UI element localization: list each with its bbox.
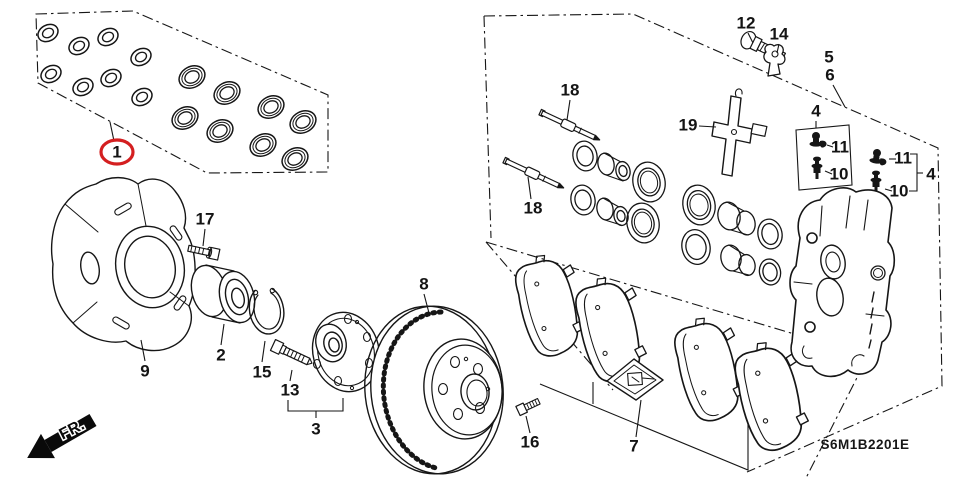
callout-4[interactable]: 4 — [811, 101, 821, 120]
seal-ring — [281, 147, 309, 171]
wheel-bearing-part — [190, 264, 256, 324]
callout-11[interactable]: 11 — [831, 137, 849, 156]
slide-pin-upper — [537, 107, 603, 145]
callout-9[interactable]: 9 — [140, 361, 149, 380]
hub-part — [311, 311, 381, 393]
bleeder-screw-a — [810, 155, 824, 180]
diagram-code: S6M1B2201E — [820, 437, 909, 452]
seal-ring — [131, 87, 153, 107]
caliper-group-box — [483, 13, 943, 473]
callout-leader — [261, 340, 266, 363]
bleeder-cap-b — [868, 147, 889, 167]
callout-15[interactable]: 15 — [253, 362, 272, 381]
callout-leader — [747, 32, 754, 44]
callout-3[interactable]: 3 — [311, 419, 320, 438]
seal-ring — [37, 23, 59, 43]
seal-kit-rings — [37, 23, 317, 171]
callout-14[interactable]: 14 — [770, 24, 789, 43]
pad-group-box-top — [485, 241, 869, 479]
callout-leader — [698, 125, 717, 128]
caliper-body-part — [789, 187, 896, 378]
callout-leader — [423, 293, 430, 314]
seal-ring — [213, 81, 241, 105]
callout-6[interactable]: 6 — [825, 65, 834, 84]
seal-ring — [72, 77, 94, 97]
caliper-group-box-left-edge — [483, 15, 492, 239]
seal-ring — [206, 119, 234, 143]
seal-ring — [178, 65, 206, 89]
splash-guard-part — [50, 176, 196, 352]
pad-retainer-part — [711, 88, 768, 177]
callout-17[interactable]: 17 — [196, 209, 215, 228]
seal-ring — [249, 133, 277, 157]
callout-4[interactable]: 4 — [926, 164, 936, 183]
callout-leader — [525, 415, 531, 434]
highlight-circle — [99, 138, 135, 166]
callout-18[interactable]: 18 — [524, 198, 543, 217]
callout-leader — [824, 170, 833, 175]
callout-leader — [140, 339, 146, 362]
bracket-line — [539, 383, 749, 471]
callout-leader — [109, 121, 115, 142]
callout-10[interactable]: 10 — [890, 181, 909, 200]
callout-leader — [202, 228, 206, 247]
callout-2[interactable]: 2 — [216, 345, 225, 364]
piston-seal-set — [570, 140, 783, 286]
hub-bolt-part — [269, 338, 313, 366]
callout-18[interactable]: 18 — [561, 80, 580, 99]
callout-11[interactable]: 11 — [894, 148, 912, 167]
seal-ring — [68, 36, 90, 56]
callout-leader — [289, 369, 293, 382]
callout-leader — [832, 84, 846, 108]
lock-clip-part — [763, 43, 786, 77]
callout-leader — [527, 176, 532, 200]
seal-ring — [40, 64, 62, 84]
seal-ring — [100, 68, 122, 88]
brake-rotor-part — [364, 305, 504, 475]
callout-7[interactable]: 7 — [629, 436, 638, 455]
bleeder-cap-a — [808, 131, 828, 149]
callout-19[interactable]: 19 — [679, 115, 698, 134]
callout-leader — [826, 144, 834, 148]
seal-ring — [171, 106, 199, 130]
callout-13[interactable]: 13 — [281, 380, 300, 399]
callout-5[interactable]: 5 — [824, 47, 833, 66]
callout-12[interactable]: 12 — [737, 13, 756, 32]
callout-leader — [566, 99, 571, 121]
seal-ring — [289, 110, 317, 134]
slide-pin-lower — [501, 155, 567, 193]
seal-ring — [97, 27, 119, 47]
seal-ring — [257, 95, 285, 119]
bracket-lines — [287, 153, 923, 471]
construction-boxes — [35, 10, 943, 479]
callout-1[interactable]: 1 — [112, 142, 121, 161]
rotor-screw-part — [515, 398, 541, 417]
callout-leader — [220, 323, 225, 346]
callout-leader — [776, 43, 780, 54]
callout-8[interactable]: 8 — [419, 274, 428, 293]
bleeder-kit-box — [795, 124, 853, 191]
callout-10[interactable]: 10 — [830, 164, 849, 183]
seal-kit-box — [35, 10, 329, 174]
callout-leader — [635, 399, 642, 438]
callout-leader — [884, 188, 893, 192]
bracket-line — [287, 398, 344, 412]
fr-direction-arrow: FR. — [27, 413, 97, 459]
callout-16[interactable]: 16 — [521, 432, 540, 451]
parts-layer — [50, 30, 896, 475]
snap-ring-part — [248, 287, 285, 335]
seal-ring — [130, 47, 152, 67]
shim-packet-part — [606, 358, 664, 401]
screw-17-part — [187, 244, 221, 261]
